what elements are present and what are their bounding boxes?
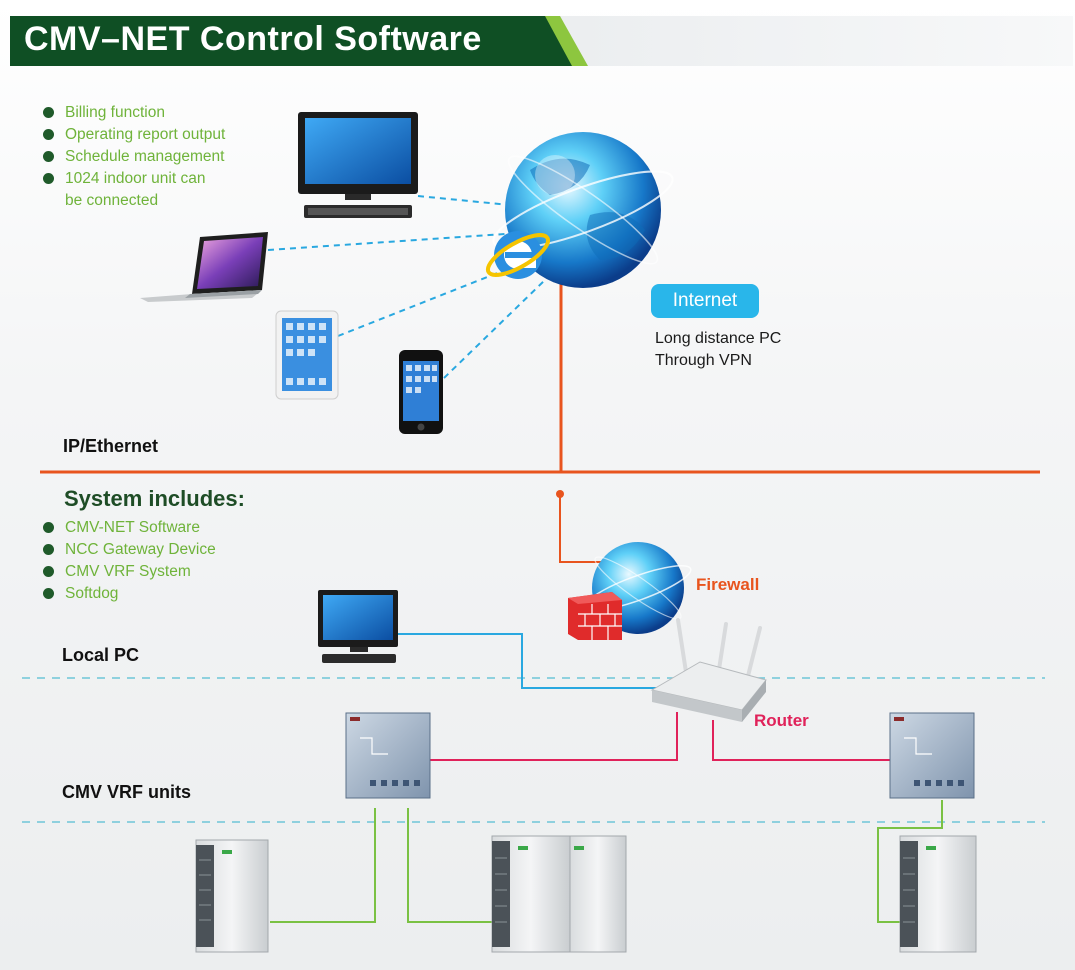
outdoor-unit-icon <box>569 835 627 953</box>
ip-ethernet-label: IP/Ethernet <box>63 436 159 456</box>
desktop-pc-icon <box>298 112 418 218</box>
system-include-item: Softdog <box>42 583 216 605</box>
feature-item: Billing function <box>42 102 225 124</box>
feature-item: 1024 indoor unit can <box>42 168 225 190</box>
outdoor-unit-icon <box>491 835 571 953</box>
ie-browser-icon <box>485 231 551 279</box>
internet-note-line2: Through VPN <box>655 352 752 369</box>
system-includes-title: System includes: <box>64 486 245 511</box>
tablet-icon <box>275 310 339 400</box>
system-include-item: NCC Gateway Device <box>42 539 216 561</box>
router-links <box>430 712 890 761</box>
feature-list: Billing function Operating report output… <box>42 102 225 212</box>
internet-badge: Internet <box>651 284 759 318</box>
laptop-icon <box>140 232 268 302</box>
vrf-bus-links <box>270 800 943 923</box>
local-pc-label: Local PC <box>62 645 140 665</box>
ethernet-lines <box>40 282 1040 563</box>
router-icon <box>650 618 767 722</box>
firewall-label: Firewall <box>696 575 760 594</box>
outdoor-unit-icon <box>195 839 269 953</box>
page-title: CMV–NET Control Software <box>24 20 482 58</box>
title-banner <box>10 16 1073 66</box>
local-pc-link <box>398 633 660 689</box>
vrf-units-label: CMV VRF units <box>62 782 191 802</box>
local-pc-icon <box>318 590 398 663</box>
feature-item-continuation: be connected <box>65 192 159 209</box>
outdoor-unit-icon <box>899 835 977 953</box>
system-include-item: CMV-NET Software <box>42 517 216 539</box>
internet-note-line1: Long distance PC <box>655 330 782 347</box>
smartphone-icon <box>399 350 443 434</box>
section-separators <box>22 677 1045 823</box>
firewall-brick-icon <box>568 592 622 640</box>
system-includes-list: CMV-NET Software NCC Gateway Device CMV … <box>42 517 216 605</box>
feature-item: Schedule management <box>42 146 225 168</box>
system-include-item: CMV VRF System <box>42 561 216 583</box>
title-bar: CMV–NET Control Software <box>10 16 1075 66</box>
gateway-device-icon <box>889 712 975 799</box>
gateway-device-icon <box>345 712 431 799</box>
router-label: Router <box>754 711 809 730</box>
feature-item: Operating report output <box>42 124 225 146</box>
wireless-links <box>267 195 546 379</box>
